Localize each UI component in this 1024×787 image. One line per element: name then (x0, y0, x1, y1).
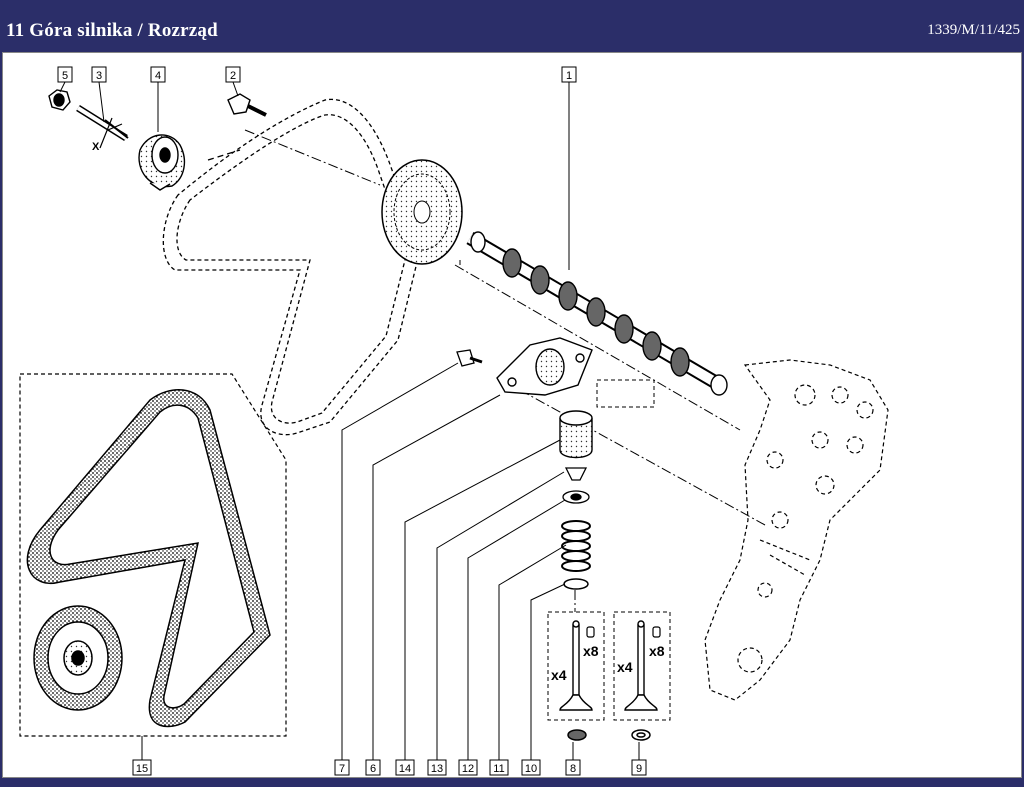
valve-keeper-intake (567, 729, 587, 741)
callout-14: 14 (395, 759, 415, 776)
callout-3: 3 (91, 66, 107, 83)
svg-text:3: 3 (96, 70, 102, 82)
bearing-cap (496, 337, 593, 396)
valve-keeper-exhaust (631, 729, 651, 741)
svg-text:6: 6 (370, 763, 376, 775)
qty-exhaust-valve: x4 (617, 659, 633, 675)
callout-8: 8 (565, 759, 581, 776)
spring-seat (563, 578, 589, 590)
svg-text:14: 14 (399, 763, 411, 775)
camshaft-sprocket (381, 159, 463, 265)
cylinder-head (704, 359, 889, 701)
svg-text:2: 2 (230, 70, 236, 82)
tensioner-pulley (138, 134, 186, 191)
callout-10: 10 (521, 759, 541, 776)
svg-text:9: 9 (636, 763, 642, 775)
callout-9: 9 (631, 759, 647, 776)
callout-15: 15 (132, 759, 152, 776)
idler-bolt (227, 93, 267, 117)
qty-intake-seal: x8 (583, 643, 599, 659)
callout-6: 6 (365, 759, 381, 776)
camshaft (466, 231, 728, 396)
timing-belt-exploded (162, 98, 421, 436)
valve-collets (564, 467, 588, 481)
callout-12: 12 (458, 759, 478, 776)
svg-text:13: 13 (431, 763, 443, 775)
belt-kit-box (19, 373, 287, 737)
callout-1: 1 (561, 66, 577, 83)
svg-text:10: 10 (525, 763, 537, 775)
svg-text:4: 4 (155, 70, 161, 82)
svg-text:5: 5 (62, 70, 68, 82)
svg-text:7: 7 (339, 763, 345, 775)
qty-intake-valve: x4 (551, 667, 567, 683)
valve-tappet (559, 410, 593, 459)
page-title: 11 Góra silnika / Rozrząd (6, 20, 218, 41)
intake-valve (559, 620, 593, 711)
document-reference: 1339/M/11/425 (927, 22, 1020, 38)
crankshaft-sprocket (33, 605, 123, 711)
svg-text:8: 8 (570, 763, 576, 775)
tensioner-stud (76, 105, 129, 141)
valve-stem-seals (586, 626, 661, 638)
qty-exhaust-seal: x8 (649, 643, 665, 659)
cap-bolt (456, 349, 483, 367)
reference-box (596, 379, 655, 408)
tensioner-nut (48, 89, 71, 111)
callout-5: 5 (57, 66, 73, 83)
callout-2: 2 (225, 66, 241, 83)
alignment-lines (244, 129, 766, 612)
spring-retainer (562, 490, 590, 504)
leader-lines (59, 81, 640, 760)
exhaust-valve (624, 620, 658, 711)
svg-text:15: 15 (136, 763, 148, 775)
title-bar: 11 Góra silnika / Rozrząd 1339/M/11/425 (0, 0, 1024, 50)
valve-spring (561, 520, 591, 572)
callout-13: 13 (427, 759, 447, 776)
x-label: X (92, 141, 100, 153)
exhaust-valve-box (613, 611, 671, 721)
callout-11: 11 (489, 759, 509, 776)
intake-valve-box (547, 611, 605, 721)
svg-text:1: 1 (566, 70, 572, 82)
svg-text:12: 12 (462, 763, 474, 775)
callout-4: 4 (150, 66, 166, 83)
timing-belt (26, 389, 271, 728)
callout-7: 7 (334, 759, 350, 776)
svg-text:11: 11 (493, 763, 504, 775)
x-dimension-marker: X (92, 117, 123, 153)
